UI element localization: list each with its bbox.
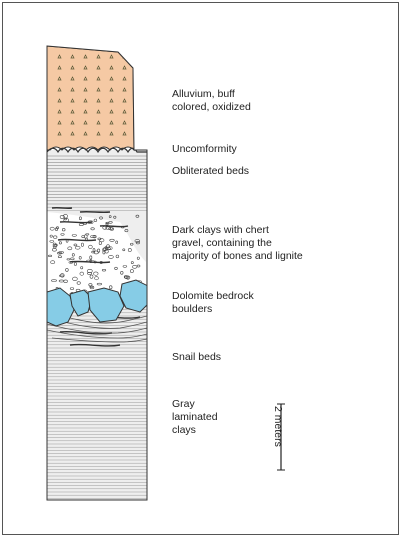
boulder	[119, 279, 147, 313]
alluvium-label: Alluvium, buff colored, oxidized	[172, 88, 251, 113]
gray-laminated-clays-layer	[47, 150, 147, 500]
unconformity-label: Uncomformity	[172, 143, 237, 155]
dolomite-boulders	[47, 279, 147, 327]
boulder	[87, 287, 125, 323]
unconformity-line	[47, 147, 147, 154]
column-outline	[46, 45, 148, 501]
alluvium-layer	[47, 46, 135, 152]
dolomite-label: Dolomite bedrock boulders	[172, 290, 254, 315]
gray-clays-label: Gray laminated clays	[172, 398, 218, 436]
boulder	[47, 287, 75, 327]
obliterated-beds-label: Obliterated beds	[172, 165, 250, 177]
alluvium-triangle-marks	[57, 54, 127, 136]
boulder	[69, 289, 93, 317]
dark-clays-label: Dark clays with chert gravel, containing…	[172, 224, 303, 262]
gravel-marks	[47, 214, 142, 300]
scale-bar-label: 2 meters	[272, 406, 284, 447]
chert-gravel-zone	[47, 212, 146, 301]
snail-beds-label: Snail beds	[172, 351, 222, 363]
